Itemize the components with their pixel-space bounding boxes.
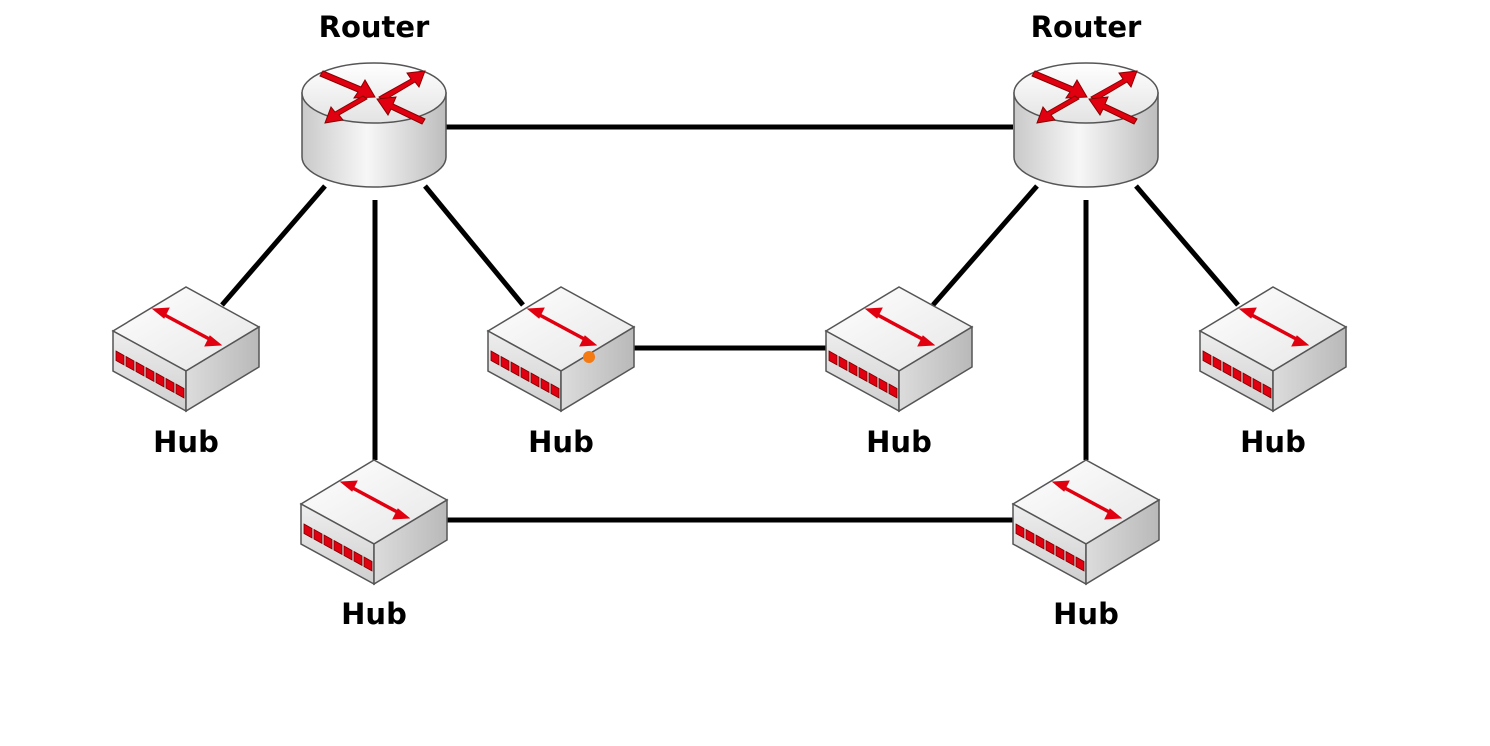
router-right[interactable]: Router: [1013, 10, 1159, 188]
hub-6-label: Hub: [1053, 597, 1119, 631]
hub-4[interactable]: Hub: [1198, 285, 1348, 459]
status-indicator: [583, 351, 595, 363]
router-left[interactable]: Router: [301, 10, 447, 188]
hub-icon: [486, 285, 636, 413]
router-right-label: Router: [1031, 10, 1142, 44]
hub-icon: [299, 458, 449, 586]
link-router-left-hub-1: [220, 184, 327, 307]
hub-2-label: Hub: [528, 425, 594, 459]
hub-4-label: Hub: [1240, 425, 1306, 459]
link-router-left-hub-2: [423, 184, 525, 307]
hub-icon: [1198, 285, 1348, 413]
hub-1-label: Hub: [153, 425, 219, 459]
hub-icon: [111, 285, 261, 413]
hub-icon: [824, 285, 974, 413]
link-router-right-hub-4: [1134, 184, 1240, 307]
hub-3[interactable]: Hub: [824, 285, 974, 459]
hub-6[interactable]: Hub: [1011, 458, 1161, 631]
hub-2[interactable]: Hub: [486, 285, 636, 459]
hub-1[interactable]: Hub: [111, 285, 261, 459]
link-router-right-hub-3: [931, 184, 1039, 307]
router-icon: [1013, 62, 1159, 188]
router-icon: [301, 62, 447, 188]
router-left-label: Router: [319, 10, 430, 44]
hub-5[interactable]: Hub: [299, 458, 449, 631]
hub-3-label: Hub: [866, 425, 932, 459]
hub-icon: [1011, 458, 1161, 586]
links-layer: [220, 124, 1240, 523]
hub-5-label: Hub: [341, 597, 407, 631]
